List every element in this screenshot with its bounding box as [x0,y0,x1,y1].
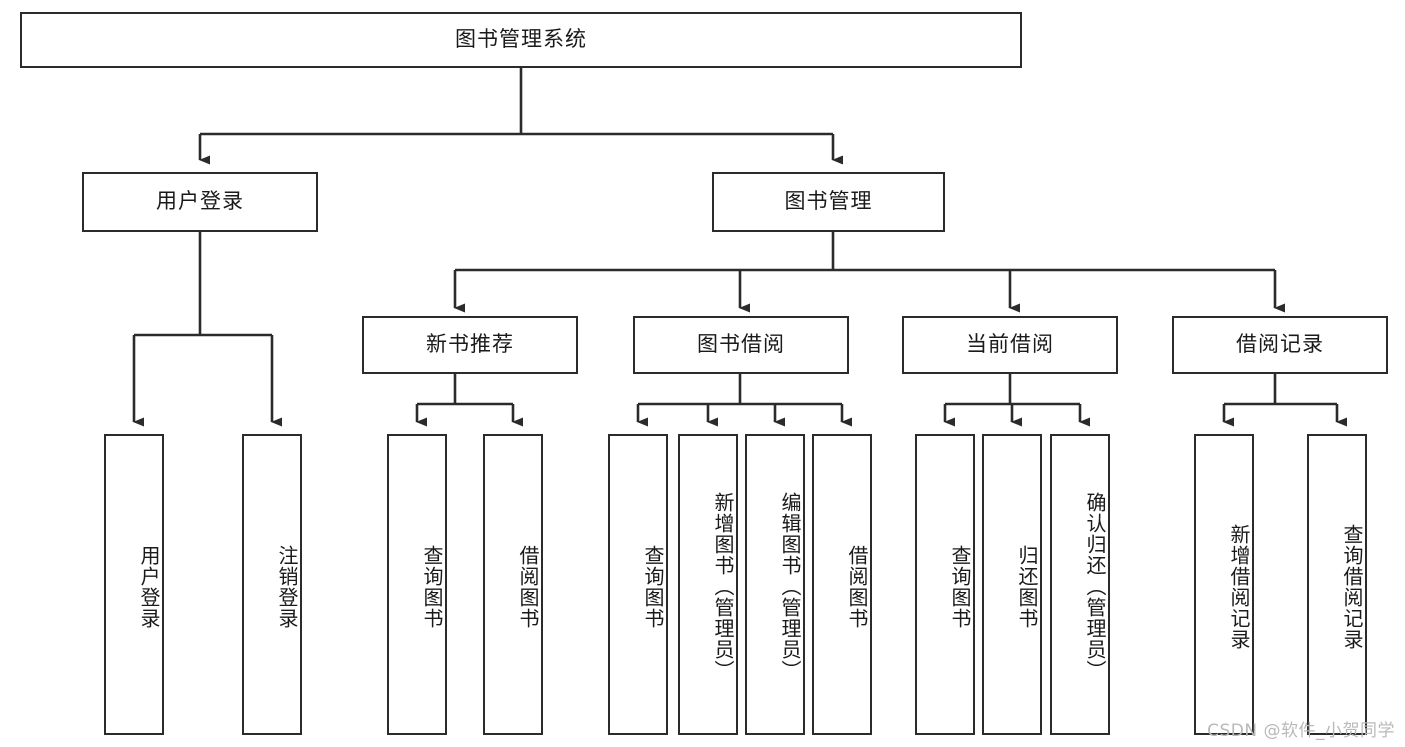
node-label: 注销登录 [275,544,299,629]
node-label: 借阅图书 [516,544,540,629]
node-book-management[interactable]: 图书管理 [712,172,945,232]
node-user-login[interactable]: 用户登录 [82,172,318,232]
leaf-current-borrow-confirm-return-admin[interactable]: 确认归还（管理员） [1050,434,1110,735]
node-label: 编辑图书（管理员） [778,492,802,681]
node-label: 确认归还（管理员） [1083,492,1107,681]
leaf-borrow-record-add-record[interactable]: 新增借阅记录 [1194,434,1254,735]
leaf-user-login-login[interactable]: 用户登录 [104,434,164,735]
leaf-borrow-record-query-record[interactable]: 查询借阅记录 [1307,434,1367,735]
node-label: 图书借阅 [697,332,785,357]
leaf-current-borrow-query-book[interactable]: 查询图书 [915,434,975,735]
node-label: 新书推荐 [426,332,514,357]
node-label: 查询图书 [420,544,444,629]
leaf-book-borrow-edit-book-admin[interactable]: 编辑图书（管理员） [745,434,805,735]
node-label: 图书管理系统 [455,27,587,52]
leaf-new-book-borrow-book[interactable]: 借阅图书 [483,434,543,735]
node-book-borrow[interactable]: 图书借阅 [633,316,849,374]
node-label: 查询图书 [641,544,665,629]
node-label: 借阅记录 [1236,332,1324,357]
leaf-user-login-logout[interactable]: 注销登录 [242,434,302,735]
node-label: 查询借阅记录 [1340,523,1364,650]
leaf-new-book-query-book[interactable]: 查询图书 [387,434,447,735]
leaf-book-borrow-query-book[interactable]: 查询图书 [608,434,668,735]
node-label: 新增图书（管理员） [711,492,735,681]
watermark-text: CSDN @软件_小贺同学 [1207,721,1395,741]
node-label: 用户登录 [156,189,244,214]
node-label: 当前借阅 [966,332,1054,357]
node-label: 用户登录 [137,544,161,629]
node-label: 图书管理 [784,189,873,214]
leaf-book-borrow-borrow-book[interactable]: 借阅图书 [812,434,872,735]
node-label: 归还图书 [1015,544,1039,629]
node-borrow-record[interactable]: 借阅记录 [1172,316,1388,374]
node-current-borrow[interactable]: 当前借阅 [902,316,1118,374]
node-label: 借阅图书 [845,544,869,629]
node-root-book-management-system[interactable]: 图书管理系统 [20,12,1022,68]
node-new-book-recommend[interactable]: 新书推荐 [362,316,578,374]
leaf-book-borrow-add-book-admin[interactable]: 新增图书（管理员） [678,434,738,735]
node-label: 新增借阅记录 [1227,523,1251,650]
leaf-current-borrow-return-book[interactable]: 归还图书 [982,434,1042,735]
node-label: 查询图书 [948,544,972,629]
